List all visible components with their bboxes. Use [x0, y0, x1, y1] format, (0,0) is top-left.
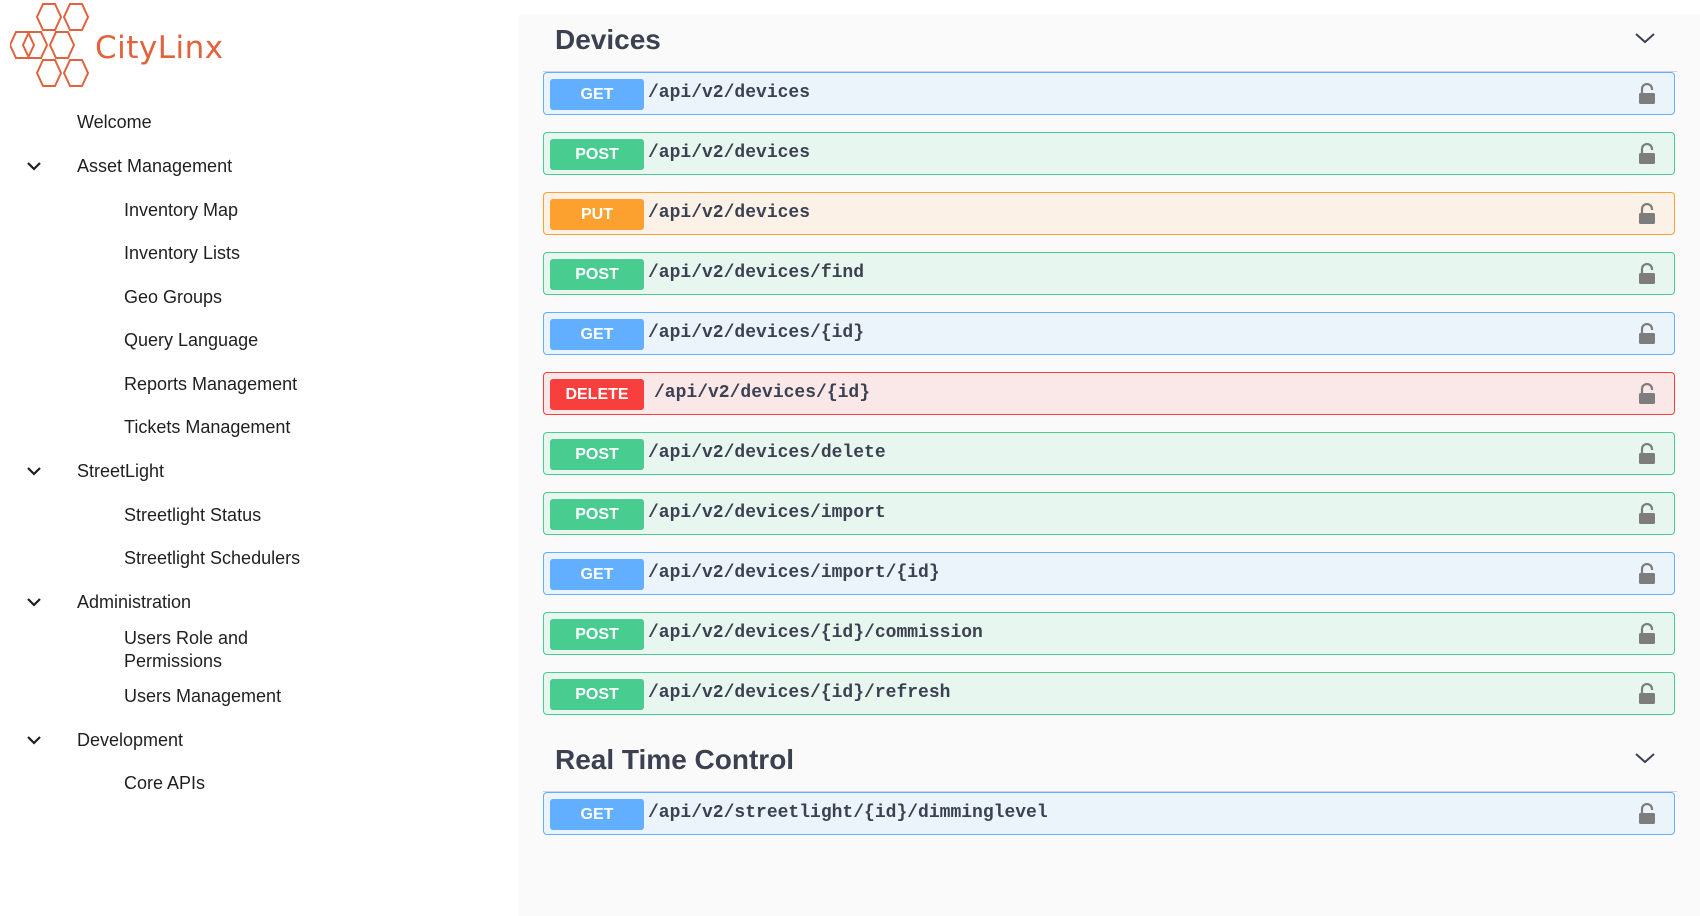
sidebar-item-label: Development [77, 730, 184, 750]
operation-post[interactable]: POST/api/v2/devices/{id}/commission [543, 612, 1675, 655]
sidebar-item-geo-groups[interactable]: Geo Groups [124, 286, 222, 309]
sidebar-item-welcome[interactable]: Welcome [77, 111, 152, 134]
sidebar-item-administration[interactable]: Administration [77, 591, 191, 614]
sidebar-item-development[interactable]: Development [77, 729, 183, 752]
operation-delete[interactable]: DELETE/api/v2/devices/{id} [543, 372, 1675, 415]
sidebar-item-label: Reports Management [124, 374, 298, 394]
chevron-down-icon[interactable] [1633, 750, 1657, 766]
sidebar-item-query-language[interactable]: Query Language [124, 329, 258, 352]
method-badge-post: POST [550, 139, 644, 170]
sidebar-item-tickets-management[interactable]: Tickets Management [124, 416, 290, 439]
method-badge-get: GET [550, 79, 644, 110]
sidebar-item-label: Users Role and [124, 628, 249, 648]
operation-path: /api/v2/devices/{id} [648, 323, 865, 343]
lock-icon[interactable] [1638, 143, 1656, 165]
operation-path: /api/v2/devices/{id}/commission [648, 623, 983, 643]
operation-post[interactable]: POST/api/v2/devices/delete [543, 432, 1675, 475]
sidebar-item-label: Core APIs [124, 773, 206, 793]
operation-path: /api/v2/devices [648, 143, 811, 163]
operation-path: /api/v2/devices [648, 83, 811, 103]
lock-icon[interactable] [1638, 803, 1656, 825]
sidebar-item-label: Administration [77, 592, 192, 612]
sidebar-item-label: Asset Management [77, 156, 233, 176]
chevron-down-icon[interactable] [25, 596, 43, 608]
lock-icon[interactable] [1638, 563, 1656, 585]
lock-icon[interactable] [1638, 323, 1656, 345]
sidebar-item-streetlight[interactable]: StreetLight [77, 460, 164, 483]
operation-path: /api/v2/devices/import/{id} [648, 563, 940, 583]
operation-post[interactable]: POST/api/v2/devices [543, 132, 1675, 175]
method-badge-delete: DELETE [550, 379, 644, 410]
section-title: Real Time Control [555, 744, 795, 775]
hexagon-logo-icon [10, 3, 90, 87]
sidebar-item-streetlight-schedulers[interactable]: Streetlight Schedulers [124, 547, 300, 570]
operation-path: /api/v2/streetlight/{id}/dimminglevel [648, 803, 1048, 823]
operation-get[interactable]: GET/api/v2/devices/{id} [543, 312, 1675, 355]
sidebar-item-asset-management[interactable]: Asset Management [77, 155, 232, 178]
section-header-devices[interactable]: Devices [543, 14, 1677, 72]
lock-icon[interactable] [1638, 83, 1656, 105]
operation-get[interactable]: GET/api/v2/devices [543, 72, 1675, 115]
sidebar-item-reports-management[interactable]: Reports Management [124, 373, 297, 396]
method-badge-get: GET [550, 319, 644, 350]
operation-path: /api/v2/devices [648, 203, 811, 223]
lock-icon[interactable] [1638, 623, 1656, 645]
sidebar-item-label: Streetlight Status [124, 505, 262, 525]
lock-icon[interactable] [1638, 443, 1656, 465]
section-title: Devices [555, 24, 661, 55]
section-header-real-time-control[interactable]: Real Time Control [543, 734, 1677, 792]
brand-name: CityLinx [95, 30, 224, 66]
operation-post[interactable]: POST/api/v2/devices/{id}/refresh [543, 672, 1675, 715]
method-badge-put: PUT [550, 199, 644, 230]
operation-path: /api/v2/devices/import [648, 503, 886, 523]
sidebar-item-label: Inventory Lists [124, 243, 241, 263]
sidebar-item-streetlight-status[interactable]: Streetlight Status [124, 504, 261, 527]
sidebar-item-label: StreetLight [77, 461, 165, 481]
chevron-down-icon[interactable] [25, 160, 43, 172]
method-badge-get: GET [550, 799, 644, 830]
sidebar-item-core-apis[interactable]: Core APIs [124, 772, 205, 795]
method-badge-get: GET [550, 559, 644, 590]
method-badge-post: POST [550, 499, 644, 530]
operation-post[interactable]: POST/api/v2/devices/import [543, 492, 1675, 535]
lock-icon[interactable] [1638, 683, 1656, 705]
sidebar-item-inventory-lists[interactable]: Inventory Lists [124, 242, 240, 265]
sidebar-item-label: Query Language [124, 330, 259, 350]
operation-path: /api/v2/devices/find [648, 263, 865, 283]
chevron-down-icon[interactable] [25, 465, 43, 477]
sidebar-item-label: Geo Groups [124, 287, 223, 307]
sidebar-item-inventory-map[interactable]: Inventory Map [124, 199, 238, 222]
sidebar-item-label: Welcome [77, 112, 152, 132]
sidebar-item-label: Tickets Management [124, 417, 291, 437]
chevron-down-icon[interactable] [25, 734, 43, 746]
lock-icon[interactable] [1638, 263, 1656, 285]
sidebar-item-label: Inventory Map [124, 200, 239, 220]
lock-icon[interactable] [1638, 203, 1656, 225]
chevron-down-icon[interactable] [1633, 30, 1657, 46]
brand-logo[interactable]: CityLinx [10, 2, 250, 98]
operation-path: /api/v2/devices/{id} [654, 383, 871, 403]
operation-path: /api/v2/devices/delete [648, 443, 886, 463]
method-badge-post: POST [550, 259, 644, 290]
operation-put[interactable]: PUT/api/v2/devices [543, 192, 1675, 235]
method-badge-post: POST [550, 439, 644, 470]
operation-get[interactable]: GET/api/v2/devices/import/{id} [543, 552, 1675, 595]
sidebar-item-label-line2: Permissions [124, 651, 223, 671]
method-badge-post: POST [550, 679, 644, 710]
lock-icon[interactable] [1638, 503, 1656, 525]
sidebar-item-label: Streetlight Schedulers [124, 548, 301, 568]
sidebar-item-users-management[interactable]: Users Management [124, 685, 281, 708]
operation-path: /api/v2/devices/{id}/refresh [648, 683, 951, 703]
operation-post[interactable]: POST/api/v2/devices/find [543, 252, 1675, 295]
lock-icon[interactable] [1638, 383, 1656, 405]
method-badge-post: POST [550, 619, 644, 650]
operation-get[interactable]: GET/api/v2/streetlight/{id}/dimminglevel [543, 792, 1675, 835]
sidebar-item-label: Users Management [124, 686, 282, 706]
